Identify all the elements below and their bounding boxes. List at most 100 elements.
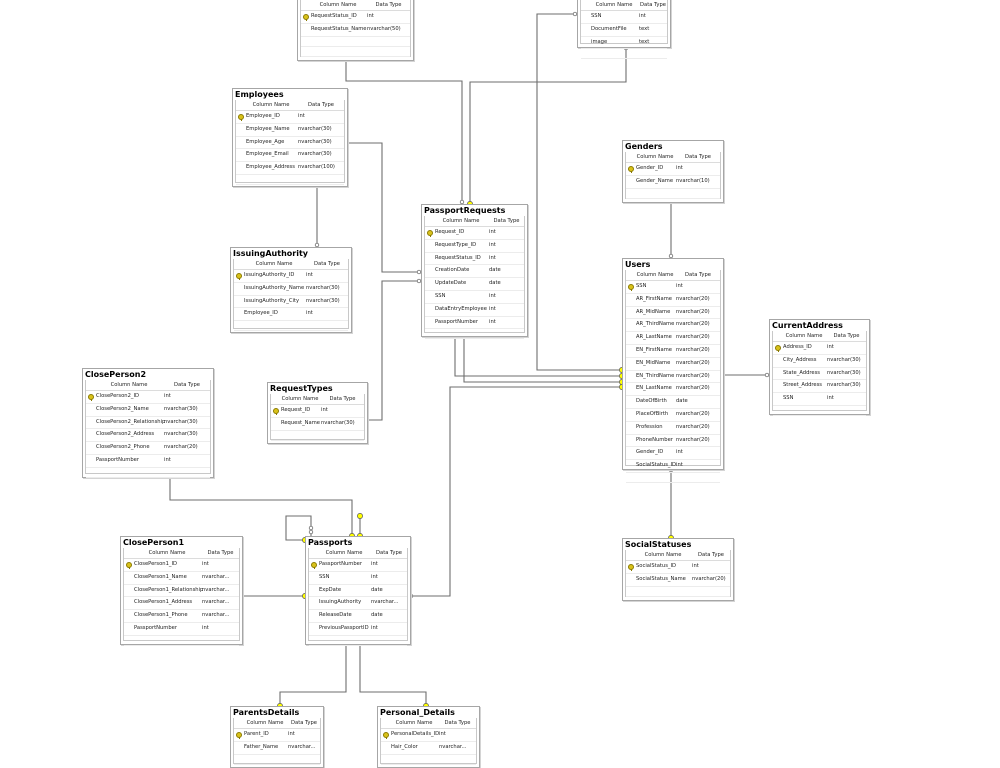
empty-row[interactable] [234, 755, 320, 765]
empty-row[interactable] [301, 37, 410, 47]
empty-row[interactable] [626, 587, 730, 597]
empty-row[interactable] [626, 473, 720, 483]
empty-row[interactable] [425, 329, 524, 340]
empty-row[interactable] [86, 468, 210, 478]
empty-row[interactable] [234, 321, 348, 332]
empty-row[interactable] [309, 636, 407, 646]
empty-row[interactable] [381, 755, 476, 765]
empty-row[interactable] [124, 636, 239, 646]
empty-row[interactable] [236, 175, 344, 185]
empty-row[interactable] [301, 47, 410, 57]
empty-row[interactable] [581, 49, 667, 60]
empty-row[interactable] [626, 189, 720, 199]
empty-row[interactable] [773, 406, 866, 416]
